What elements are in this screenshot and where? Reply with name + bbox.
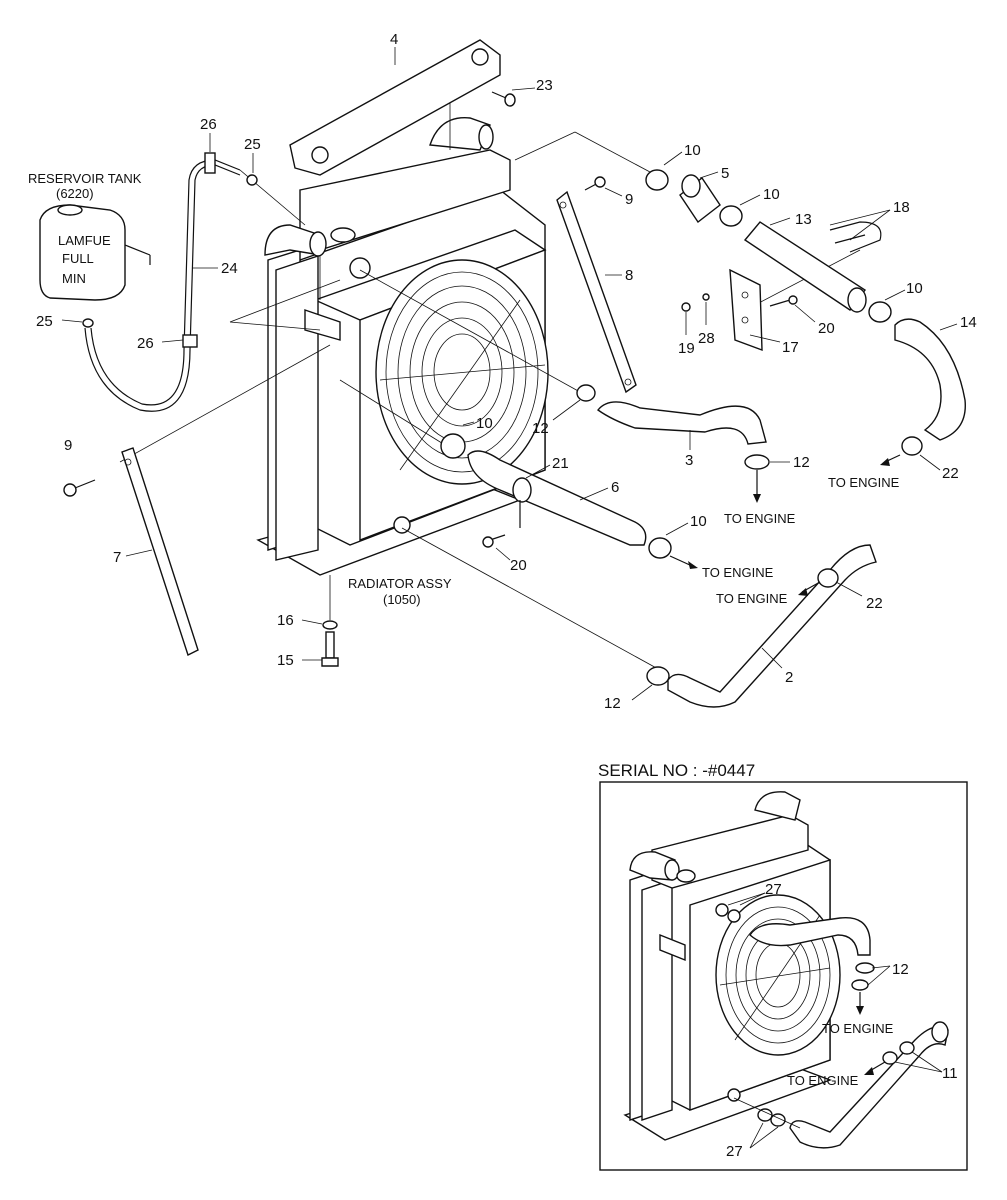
part-5-hose <box>645 169 743 227</box>
callout-21: 21 <box>552 455 569 472</box>
to-engine-inset-2: TO ENGINE <box>787 1073 859 1088</box>
serial-no-caption: SERIAL NO : -#0447 <box>598 761 755 780</box>
part-18-ubolts <box>829 221 882 253</box>
callout-24: 24 <box>221 260 238 277</box>
reservoir-tank: LAMFUE FULL MIN <box>39 152 258 412</box>
callout-13: 13 <box>795 211 812 228</box>
part-17-bracket <box>681 268 798 352</box>
callout-14: 14 <box>960 314 977 331</box>
to-engine-1: TO ENGINE <box>828 475 900 490</box>
reservoir-tank-caption: RESERVOIR TANK <box>28 171 142 186</box>
callout-6: 6 <box>611 479 619 496</box>
part-3-hose <box>576 384 770 470</box>
callout-26-left: 26 <box>137 335 154 352</box>
callout-25-left: 25 <box>36 313 53 330</box>
part-4-bar <box>289 39 501 176</box>
inset-callouts: 27 12 TO ENGINE 11 TO ENGINE 27 <box>726 881 958 1160</box>
callout-12-a: 12 <box>532 420 549 437</box>
part-15-16-bolt <box>321 575 339 667</box>
callout-28: 28 <box>698 330 715 347</box>
callout-7: 7 <box>113 549 121 566</box>
callout-18: 18 <box>893 199 910 216</box>
callout-12-b: 12 <box>793 454 810 471</box>
callout-15: 15 <box>277 652 294 669</box>
callout-3: 3 <box>685 452 693 469</box>
callout-10-c: 10 <box>906 280 923 297</box>
part-14-hose <box>894 318 966 456</box>
callout-16: 16 <box>277 612 294 629</box>
radiator-assy-caption: RADIATOR ASSY <box>348 576 452 591</box>
callout-11-inset: 11 <box>942 1065 958 1082</box>
callout-10-b: 10 <box>763 186 780 203</box>
callout-20-bottom: 20 <box>510 557 527 574</box>
callout-22-a: 22 <box>942 465 959 482</box>
callout-9-left: 9 <box>64 437 72 454</box>
callout-2: 2 <box>785 669 793 686</box>
callout-23: 23 <box>536 77 553 94</box>
callout-12-inset: 12 <box>892 961 909 978</box>
callout-12-c: 12 <box>604 695 621 712</box>
tank-label-1: LAMFUE <box>58 233 111 248</box>
callout-10-d: 10 <box>476 415 493 432</box>
radiator-assembly <box>256 117 549 576</box>
callout-4: 4 <box>390 31 398 48</box>
part-13-hose <box>743 221 892 323</box>
part-7-stay <box>63 447 199 656</box>
inset-frame <box>599 781 968 1171</box>
reservoir-tank-code: (6220) <box>56 186 94 201</box>
radiator-assy-code: (1050) <box>383 592 421 607</box>
callout-5: 5 <box>721 165 729 182</box>
part-6-hose <box>440 433 672 559</box>
callout-17: 17 <box>782 339 799 356</box>
callouts-main: 4 23 26 25 24 25 26 9 7 16 15 10 5 10 9 … <box>28 31 977 712</box>
callout-26-top: 26 <box>200 116 217 133</box>
callout-22-b: 22 <box>866 595 883 612</box>
callout-27-top: 27 <box>765 881 782 898</box>
callout-8: 8 <box>625 267 633 284</box>
to-engine-2: TO ENGINE <box>724 511 796 526</box>
to-engine-3: TO ENGINE <box>702 565 774 580</box>
tank-label-3: MIN <box>62 271 86 286</box>
to-engine-4: TO ENGINE <box>716 591 788 606</box>
tank-label-2: FULL <box>62 251 94 266</box>
part-23-bolt <box>491 91 516 107</box>
callout-25-top: 25 <box>244 136 261 153</box>
callout-27-bottom: 27 <box>726 1143 743 1160</box>
part-8-stay <box>556 176 637 394</box>
callout-10-a: 10 <box>684 142 701 159</box>
callout-19: 19 <box>678 340 695 357</box>
callout-10-e: 10 <box>690 513 707 530</box>
callout-20-top: 20 <box>818 320 835 337</box>
to-engine-inset-1: TO ENGINE <box>822 1021 894 1036</box>
callout-9-top: 9 <box>625 191 633 208</box>
part-2-hose <box>646 544 877 708</box>
flow-arrows <box>669 454 901 596</box>
